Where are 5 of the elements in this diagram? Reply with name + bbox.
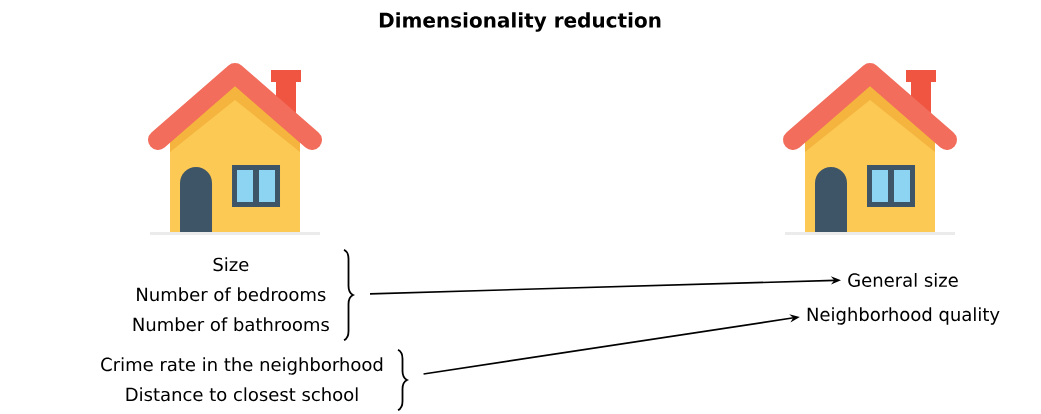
- text-label: General size: [848, 273, 958, 287]
- text-label: Neighborhood quality: [807, 307, 1000, 325]
- title: Dimensionality reduction: [379, 12, 661, 32]
- bracketed-text-group: Crime rate in the neighborhood Distance to closest school: [101, 357, 383, 402]
- bracketed-text-group: Size Number of bedrooms Number of bathrooms: [133, 257, 329, 332]
